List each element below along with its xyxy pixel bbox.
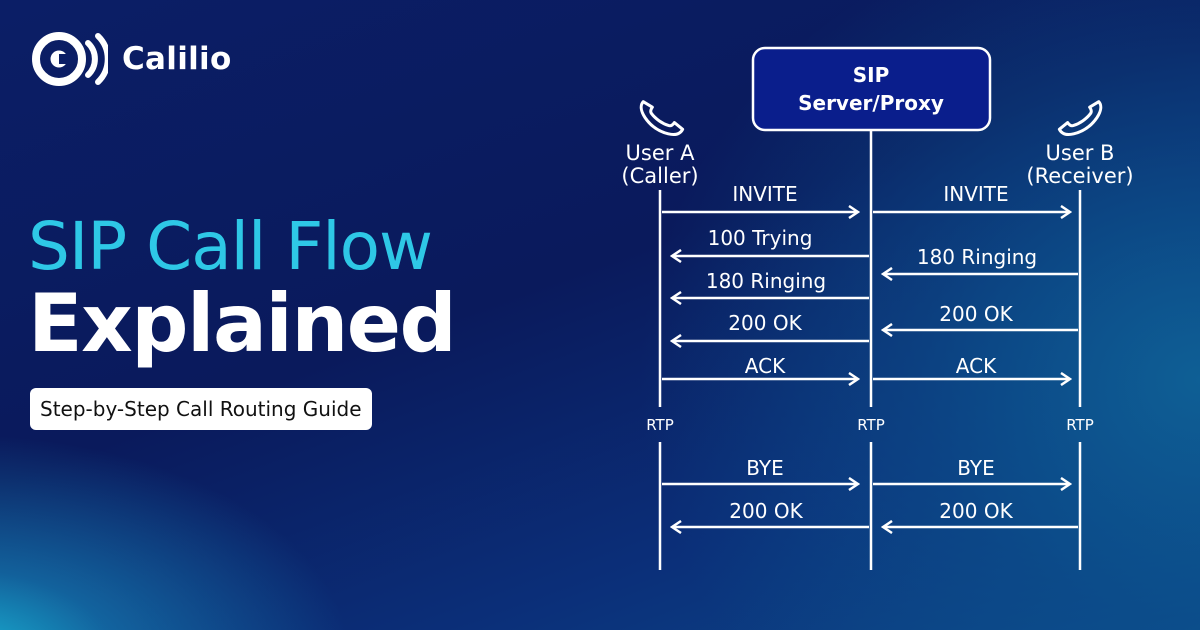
msg-100-trying-label: 100 Trying bbox=[708, 226, 813, 250]
msg-invite-server-to-b-label: INVITE bbox=[943, 182, 1008, 206]
msg-ack-a-to-server-label: ACK bbox=[745, 354, 786, 378]
msg-invite-a-to-server-label: INVITE bbox=[732, 182, 797, 206]
msg-bye-a-to-server-label: BYE bbox=[746, 456, 783, 480]
rtp-label-user-b: RTP bbox=[1066, 416, 1094, 434]
user-a-phone-icon bbox=[639, 100, 685, 136]
headline-line-1: SIP Call Flow bbox=[28, 208, 433, 285]
msg-bye-server-to-b-label: BYE bbox=[957, 456, 994, 480]
msg-200-ok-final-b-to-server-label: 200 OK bbox=[939, 499, 1013, 523]
subtitle-text: Step-by-Step Call Routing Guide bbox=[40, 397, 362, 421]
subtitle-badge: Step-by-Step Call Routing Guide bbox=[30, 388, 372, 430]
headline-line-2: Explained bbox=[28, 277, 457, 370]
rtp-label-server: RTP bbox=[857, 416, 885, 434]
msg-ack-server-to-b-label: ACK bbox=[956, 354, 997, 378]
user-a-label-line-1: User A bbox=[626, 141, 696, 165]
msg-180-ringing-b-to-server-label: 180 Ringing bbox=[917, 245, 1037, 269]
brand-logo: Calilio bbox=[30, 30, 232, 88]
user-b-label-line-2: (Receiver) bbox=[1026, 164, 1133, 188]
rtp-label-user-a: RTP bbox=[646, 416, 674, 434]
user-a-label-line-2: (Caller) bbox=[621, 164, 698, 188]
user-b-label-line-1: User B bbox=[1046, 141, 1115, 165]
msg-200-ok-final-server-to-a-label: 200 OK bbox=[729, 499, 803, 523]
server-label-line-1: SIP bbox=[853, 63, 890, 87]
brand-name: Calilio bbox=[122, 41, 232, 77]
calilio-logo-icon bbox=[32, 32, 108, 86]
msg-200-ok-server-to-a-label: 200 OK bbox=[728, 311, 802, 335]
msg-200-ok-b-to-server-label: 200 OK bbox=[939, 302, 1013, 326]
msg-180-ringing-server-to-a-label: 180 Ringing bbox=[706, 269, 826, 293]
user-b-phone-icon bbox=[1057, 100, 1103, 136]
server-box bbox=[751, 46, 992, 132]
server-label-line-2: Server/Proxy bbox=[798, 91, 944, 115]
